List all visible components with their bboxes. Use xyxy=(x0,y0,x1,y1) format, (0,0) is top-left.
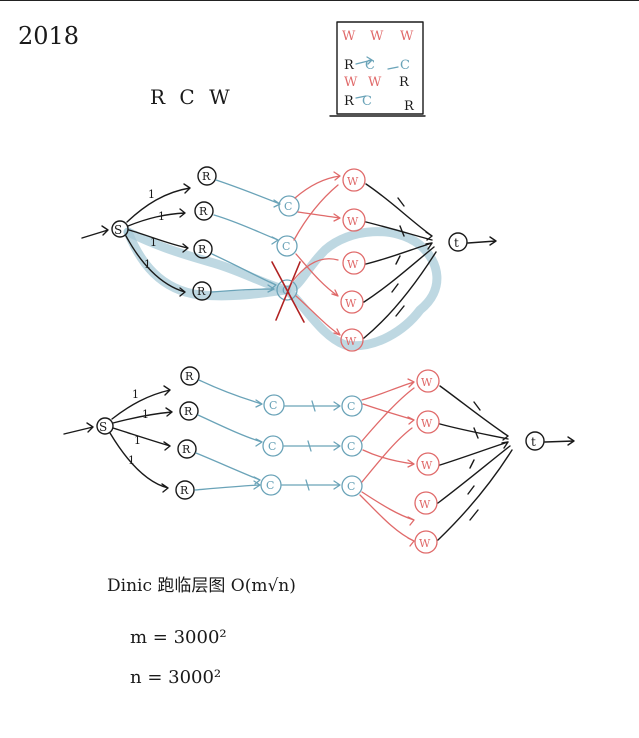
bottom-r-3: R xyxy=(182,443,191,456)
grid-r2-c2: C xyxy=(365,58,375,73)
top-w-3: W xyxy=(347,258,359,271)
bottom-w-1: W xyxy=(421,376,433,389)
bottom-cap-4: 1 xyxy=(128,454,135,467)
grid-r4-c4: R xyxy=(404,99,415,114)
bottom-c2-1: C xyxy=(347,400,355,413)
grid-r1-c1: W xyxy=(342,29,356,44)
bottom-w-2: W xyxy=(421,417,433,430)
top-r-2: R xyxy=(199,205,208,218)
top-cap-4: 1 xyxy=(144,258,151,271)
bottom-c2-2: C xyxy=(347,440,355,453)
bottom-cap-1: 1 xyxy=(132,388,139,401)
bottom-c1-3: C xyxy=(266,479,274,492)
top-w-4: W xyxy=(345,297,357,310)
bottom-c1-2: C xyxy=(268,440,276,453)
grid-r3-c3: R xyxy=(399,75,410,90)
bottom-cap-3: 1 xyxy=(134,434,141,447)
title-rcw: R C W xyxy=(150,85,234,109)
note-n: n = 3000² xyxy=(130,667,221,688)
grid-r4-c1: R xyxy=(344,94,355,109)
top-r-3: R xyxy=(198,243,207,256)
bottom-sink-label: t xyxy=(531,435,536,449)
network-top: S 1 1 1 1 R R R R C C C xyxy=(81,166,497,352)
bottom-r-2: R xyxy=(184,405,193,418)
grid-r3-c2: W xyxy=(368,75,382,90)
note-dinic: Dinic 跑临层图 O(m√n) xyxy=(107,576,296,596)
top-rule xyxy=(0,0,639,1)
grid-r3-c1: W xyxy=(344,75,358,90)
top-r-1: R xyxy=(202,170,211,183)
highlight-path xyxy=(123,227,442,351)
top-sink-label: t xyxy=(454,236,459,250)
bottom-c1-1: C xyxy=(269,399,277,412)
top-cap-3: 1 xyxy=(150,236,157,249)
top-c-3: C xyxy=(282,284,290,297)
top-c-2: C xyxy=(282,240,290,253)
bottom-r-1: R xyxy=(185,370,194,383)
top-w-1: W xyxy=(347,175,359,188)
bottom-c2-3: C xyxy=(347,480,355,493)
bottom-w-4: W xyxy=(419,498,431,511)
grid-r2-c1: R xyxy=(344,58,355,73)
grid-box: W W W R C C W W R R C R xyxy=(329,21,426,117)
bottom-w-5: W xyxy=(419,537,431,550)
top-r-4: R xyxy=(197,285,206,298)
top-w-2: W xyxy=(347,215,359,228)
grid-r1-c2: W xyxy=(370,29,384,44)
top-source-label: S xyxy=(114,223,122,237)
cross-mark xyxy=(271,261,305,323)
network-bottom: S 1 1 1 1 R R R R C C C xyxy=(63,366,575,554)
year-label: 2018 xyxy=(18,22,79,50)
grid-r2-c3: C xyxy=(400,58,410,73)
bottom-source-label: S xyxy=(99,420,107,434)
bottom-w-3: W xyxy=(421,459,433,472)
note-m: m = 3000² xyxy=(130,627,227,648)
top-cap-2: 1 xyxy=(158,210,165,223)
bottom-cap-2: 1 xyxy=(142,408,149,421)
top-cap-1: 1 xyxy=(148,188,155,201)
top-c-1: C xyxy=(284,200,292,213)
bottom-r-4: R xyxy=(180,484,189,497)
top-w-5: W xyxy=(345,335,357,348)
grid-r1-c3: W xyxy=(400,29,414,44)
grid-r4-c2: C xyxy=(362,94,372,109)
